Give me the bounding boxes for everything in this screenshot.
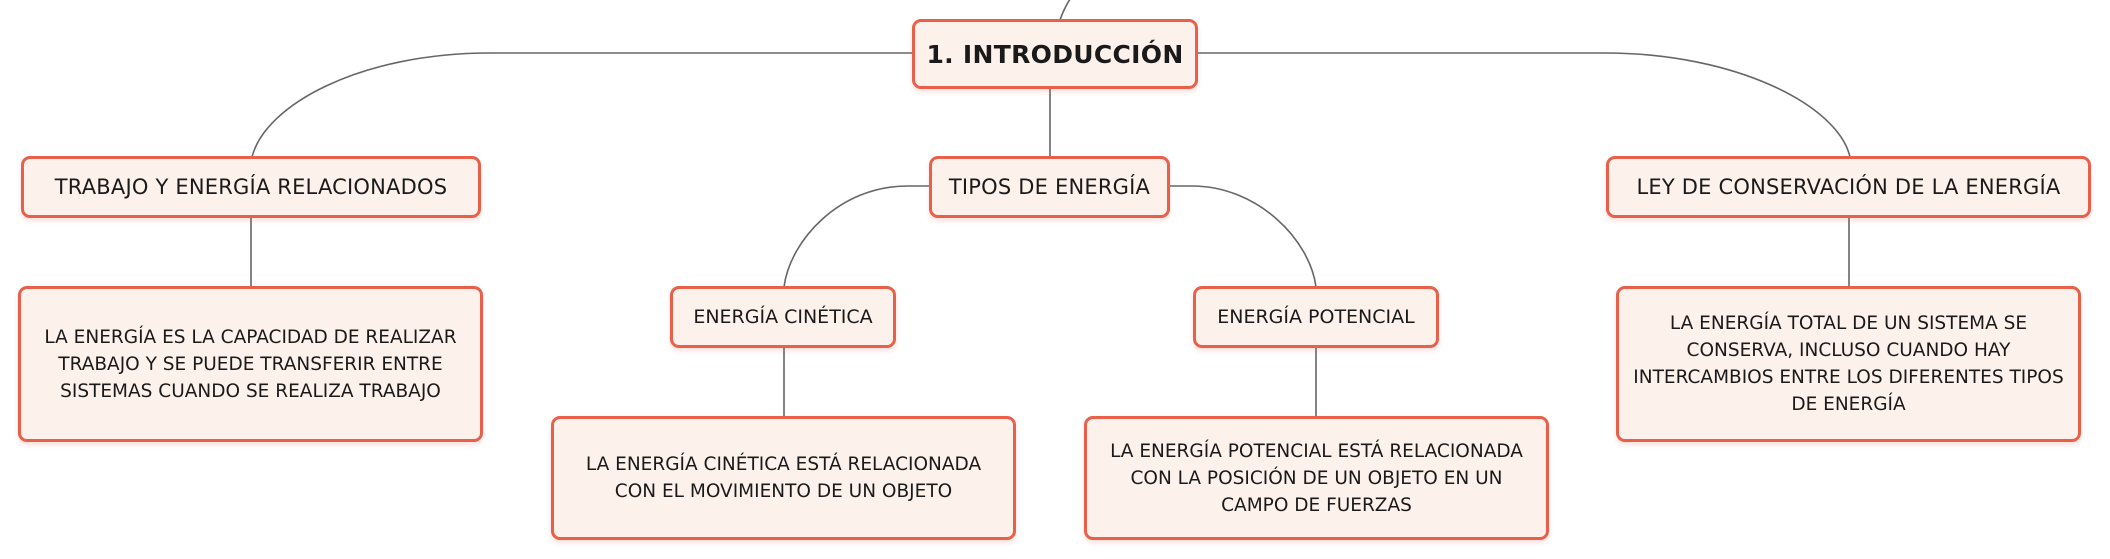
node-trabajo-energia[interactable]: TRABAJO Y ENERGÍA RELACIONADOS [21,156,481,218]
node-ley-descripcion-text: LA ENERGÍA TOTAL DE UN SISTEMA SE CONSER… [1633,313,2064,415]
node-introduccion[interactable]: 1. INTRODUCCIÓN [912,19,1198,89]
node-trabajo-descripcion-text: LA ENERGÍA ES LA CAPACIDAD DE REALIZAR T… [44,326,457,402]
node-potencial-descripcion[interactable]: LA ENERGÍA POTENCIAL ESTÁ RELACIONADA CO… [1084,416,1549,540]
node-energia-cinetica-label: ENERGÍA CINÉTICA [693,306,873,328]
node-cinetica-descripcion[interactable]: LA ENERGÍA CINÉTICA ESTÁ RELACIONADA CON… [551,416,1016,540]
node-potencial-descripcion-text: LA ENERGÍA POTENCIAL ESTÁ RELACIONADA CO… [1110,440,1523,516]
node-ley-conservacion-label: LEY DE CONSERVACIÓN DE LA ENERGÍA [1636,175,2061,199]
node-energia-potencial[interactable]: ENERGÍA POTENCIAL [1193,286,1439,348]
connector-root-parent [1059,0,1071,21]
node-trabajo-descripcion[interactable]: LA ENERGÍA ES LA CAPACIDAD DE REALIZAR T… [18,286,483,442]
connector-tipos-potencial [1170,185,1317,288]
node-tipos-energia[interactable]: TIPOS DE ENERGÍA [929,156,1170,218]
node-energia-cinetica[interactable]: ENERGÍA CINÉTICA [670,286,896,348]
node-energia-potencial-label: ENERGÍA POTENCIAL [1217,306,1415,328]
connector-tipos-cinetica [783,185,929,288]
connector-root-trabajo [251,52,912,158]
connector-root-ley [1198,52,1851,158]
node-ley-conservacion[interactable]: LEY DE CONSERVACIÓN DE LA ENERGÍA [1606,156,2091,218]
node-tipos-energia-label: TIPOS DE ENERGÍA [948,175,1151,199]
node-ley-descripcion[interactable]: LA ENERGÍA TOTAL DE UN SISTEMA SE CONSER… [1616,286,2081,442]
node-introduccion-label: 1. INTRODUCCIÓN [926,39,1184,69]
node-cinetica-descripcion-text: LA ENERGÍA CINÉTICA ESTÁ RELACIONADA CON… [585,454,982,502]
node-trabajo-energia-label: TRABAJO Y ENERGÍA RELACIONADOS [54,175,448,199]
